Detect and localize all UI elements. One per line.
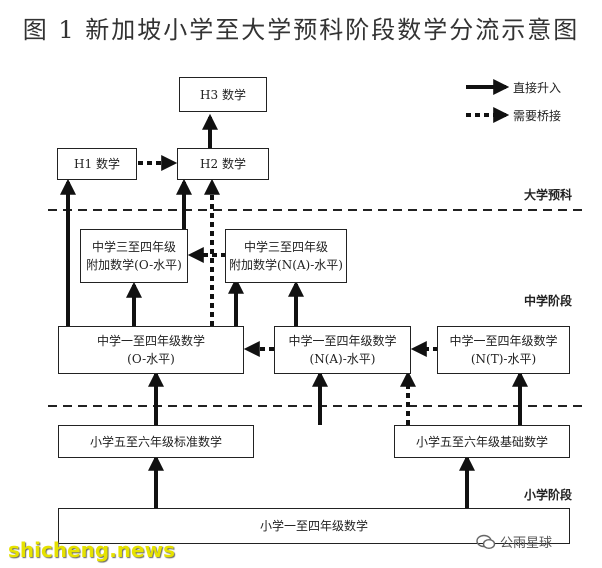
node-addmath-na-level: 中学三至四年级 附加数学(N(A)-水平) bbox=[225, 229, 347, 283]
legend-bridge-label: 需要桥接 bbox=[513, 109, 562, 123]
node-sec-na-line2: (N(A)-水平) bbox=[309, 352, 376, 366]
watermark-wechat-label: 公雨星球 bbox=[500, 536, 553, 551]
watermark-shicheng: shicheng.news bbox=[8, 538, 175, 562]
node-primary-5-6-standard: 小学五至六年级标准数学 bbox=[58, 425, 254, 458]
node-h1-label: H1 数学 bbox=[74, 157, 120, 171]
node-addmath-na-line1: 中学三至四年级 bbox=[243, 240, 328, 254]
node-sec-nt-line1: 中学一至四年级数学 bbox=[449, 334, 558, 348]
node-primary-1-4: 小学一至四年级数学 bbox=[58, 508, 570, 544]
node-secondary-o-level: 中学一至四年级数学 (O-水平) bbox=[58, 326, 244, 374]
node-h3-math: H3 数学 bbox=[179, 77, 267, 112]
node-h1-math: H1 数学 bbox=[57, 148, 137, 180]
node-secondary-na-level: 中学一至四年级数学 (N(A)-水平) bbox=[274, 326, 411, 374]
node-addmath-o-level: 中学三至四年级 附加数学(O-水平) bbox=[80, 229, 188, 283]
stage-label-primary: 小学阶段 bbox=[524, 488, 573, 502]
node-secondary-nt-level: 中学一至四年级数学 (N(T)-水平) bbox=[437, 326, 570, 374]
figure-title: 图 1 新加坡小学至大学预科阶段数学分流示意图 bbox=[22, 16, 580, 44]
node-h2-label: H2 数学 bbox=[200, 157, 246, 171]
stage-label-pre-university: 大学预科 bbox=[524, 188, 573, 202]
node-sec-o-line2: (O-水平) bbox=[127, 352, 175, 366]
stage-label-secondary: 中学阶段 bbox=[524, 294, 573, 308]
node-p56-foundation-label: 小学五至六年级基础数学 bbox=[415, 434, 548, 449]
node-addmath-o-line2: 附加数学(O-水平) bbox=[86, 258, 182, 272]
wechat-icon bbox=[476, 534, 496, 549]
node-sec-nt-line2: (N(T)-水平) bbox=[470, 352, 537, 366]
node-addmath-o-line1: 中学三至四年级 bbox=[91, 240, 176, 254]
legend-direct-label: 直接升入 bbox=[513, 81, 562, 95]
node-h2-math: H2 数学 bbox=[177, 148, 269, 180]
node-sec-o-line1: 中学一至四年级数学 bbox=[96, 334, 205, 348]
node-h3-label: H3 数学 bbox=[200, 87, 246, 102]
node-p56-standard-label: 小学五至六年级标准数学 bbox=[89, 434, 222, 449]
node-sec-na-line1: 中学一至四年级数学 bbox=[288, 334, 397, 348]
node-primary-5-6-foundation: 小学五至六年级基础数学 bbox=[394, 425, 570, 458]
node-addmath-na-line2: 附加数学(N(A)-水平) bbox=[229, 258, 343, 272]
watermark-wechat: 公雨星球 bbox=[476, 532, 552, 551]
node-p14-label: 小学一至四年级数学 bbox=[259, 519, 368, 533]
